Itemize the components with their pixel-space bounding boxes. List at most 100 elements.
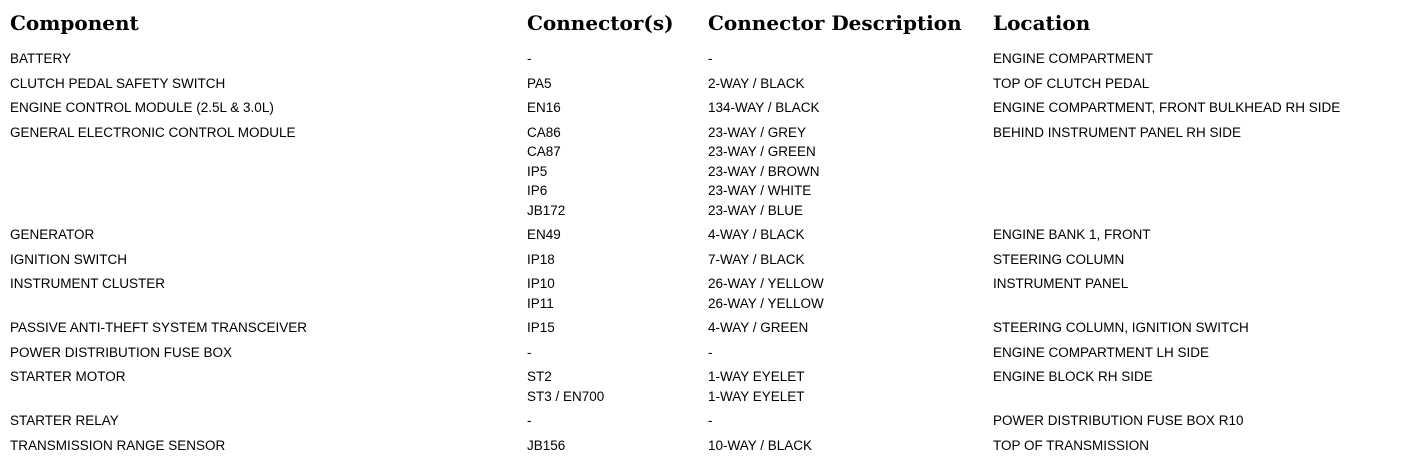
connector-description-cell-line: - [708,413,713,428]
connectors-cell: - [527,49,708,69]
connectors-cell: EN16 [527,98,708,118]
column-header-connectors: Connector(s) [527,11,674,35]
connectors-cell: EN49 [527,225,708,245]
connectors-cell-line: EN49 [527,227,561,242]
component-cell: ENGINE CONTROL MODULE (2.5L & 3.0L) [10,98,527,118]
location-cell-line: STEERING COLUMN [993,251,1125,267]
location-cell: POWER DISTRIBUTION FUSE BOX R10 [993,411,1400,431]
component-cell: PASSIVE ANTI-THEFT SYSTEM TRANSCEIVER [10,318,527,338]
location-cell-line: ENGINE COMPARTMENT [993,51,1154,66]
connector-description-cell-line: 10-WAY / BLACK [708,437,813,453]
connector-description-cell-line: 1-WAY EYELET [708,369,805,384]
connector-description-cell-line: - [708,344,713,360]
connector-description-cell-line: 23-WAY / WHITE [708,183,812,198]
location-cell-line: STEERING COLUMN, IGNITION SWITCH [993,320,1249,335]
location-cell: ENGINE BLOCK RH SIDE [993,367,1400,387]
connector-description-cell-line: 23-WAY / BLUE [708,202,804,218]
connectors-cell-line: JB156 [527,437,566,453]
component-cell-line: IGNITION SWITCH [10,251,127,267]
connectors-cell-line: - [527,51,532,66]
location-cell: ENGINE COMPARTMENT [993,49,1400,69]
location-cell: TOP OF TRANSMISSION [993,436,1400,456]
connectors-cell-line: - [527,344,532,360]
component-cell-line: INSTRUMENT CLUSTER [10,276,166,291]
column-header-location: Location [993,11,1091,35]
connectors-cell: PA5 [527,74,708,94]
connector-description-cell: 10-WAY / BLACK [708,436,993,456]
connectors-cell-line: IP6 [527,183,548,198]
component-cell: GENERAL ELECTRONIC CONTROL MODULE [10,123,527,143]
connector-description-cell-line: 1-WAY EYELET [708,388,805,404]
table-header-row: Component Connector(s) Connector Descrip… [10,10,1400,37]
component-cell-line: PASSIVE ANTI-THEFT SYSTEM TRANSCEIVER [10,320,308,335]
location-cell: ENGINE COMPARTMENT LH SIDE [993,343,1400,363]
connector-description-cell: 1-WAY EYELET 1-WAY EYELET [708,367,993,406]
location-cell-line: ENGINE COMPARTMENT, FRONT BULKHEAD RH SI… [993,100,1341,115]
connector-description-cell: - [708,343,993,363]
component-cell-line: GENERATOR [10,227,95,242]
table-row: GENERATOR EN49 4-WAY / BLACK ENGINE BANK 1,… [10,225,1400,245]
connector-description-cell: - [708,49,993,69]
connector-description-cell: 4-WAY / BLACK [708,225,993,245]
connector-description-cell-line: 2-WAY / BLACK [708,75,805,91]
table-row: POWER DISTRIBUTION FUSE BOX--ENGINE COMP… [10,343,1400,363]
connectors-cell-line: IP10 [527,276,555,291]
table-row: STARTER RELAY--POWER DISTRIBUTION FUSE B… [10,411,1400,431]
connectors-cell-line: ST2 [527,369,552,384]
column-header-connector-description: Connector Description [708,11,962,35]
component-cell-line: TRANSMISSION RANGE SENSOR [10,437,226,453]
component-cell: IGNITION SWITCH [10,250,527,270]
connectors-cell: IP15 [527,318,708,338]
location-cell-line: BEHIND INSTRUMENT PANEL RH SIDE [993,124,1242,140]
location-cell: TOP OF CLUTCH PEDAL [993,74,1400,94]
connector-description-cell-line: - [708,51,713,66]
connector-description-cell-line: 7-WAY / BLACK [708,251,805,267]
connectors-cell-line: - [527,413,532,428]
location-cell: ENGINE BANK 1, FRONT [993,225,1400,245]
connectors-cell-line: IP5 [527,163,548,179]
connectors-cell-line: IP15 [527,320,555,335]
table-row: IGNITION SWITCH IP18 7-WAY / BLACK STEERING… [10,250,1400,270]
connectors-cell: - [527,411,708,431]
table-row: TRANSMISSION RANGE SENSOR JB156 10-WAY / B… [10,436,1400,456]
location-cell: STEERING COLUMN, IGNITION SWITCH [993,318,1400,338]
location-cell-line: ENGINE BLOCK RH SIDE [993,369,1153,384]
connector-description-cell-line: 23-WAY / GREEN [708,144,816,159]
table-row: PASSIVE ANTI-THEFT SYSTEM TRANSCEIVER IP1… [10,318,1400,338]
location-cell-line: TOP OF CLUTCH PEDAL [993,75,1150,91]
location-cell-line: TOP OF TRANSMISSION [993,437,1150,453]
component-cell: STARTER MOTOR [10,367,527,387]
location-cell: INSTRUMENT PANEL [993,274,1400,294]
connector-description-cell: 4-WAY / GREEN [708,318,993,338]
component-cell: STARTER RELAY [10,411,527,431]
component-cell-line: ENGINE CONTROL MODULE (2.5L & 3.0L) [10,100,274,115]
connector-description-cell-line: 23-WAY / GREY [708,124,807,140]
component-cell: CLUTCH PEDAL SAFETY SWITCH [10,74,527,94]
location-cell: BEHIND INSTRUMENT PANEL RH SIDE [993,123,1400,143]
location-cell-line: POWER DISTRIBUTION FUSE BOX R10 [993,413,1244,428]
connector-description-cell-line: 134-WAY / BLACK [708,100,820,115]
component-cell-line: STARTER MOTOR [10,369,126,384]
connector-description-cell-line: 4-WAY / BLACK [708,227,805,242]
connectors-cell-line: CA87 [527,144,561,159]
connectors-cell: IP18 [527,250,708,270]
connectors-cell-line: JB172 [527,202,566,218]
connector-description-cell-line: 4-WAY / GREEN [708,320,809,335]
connectors-cell-line: IP11 [527,295,554,311]
connectors-cell-line: EN16 [527,100,561,115]
component-cell: POWER DISTRIBUTION FUSE BOX [10,343,527,363]
component-cell: GENERATOR [10,225,527,245]
connector-description-cell: - [708,411,993,431]
connectors-cell-line: IP18 [527,251,555,267]
component-cell: BATTERY [10,49,527,69]
